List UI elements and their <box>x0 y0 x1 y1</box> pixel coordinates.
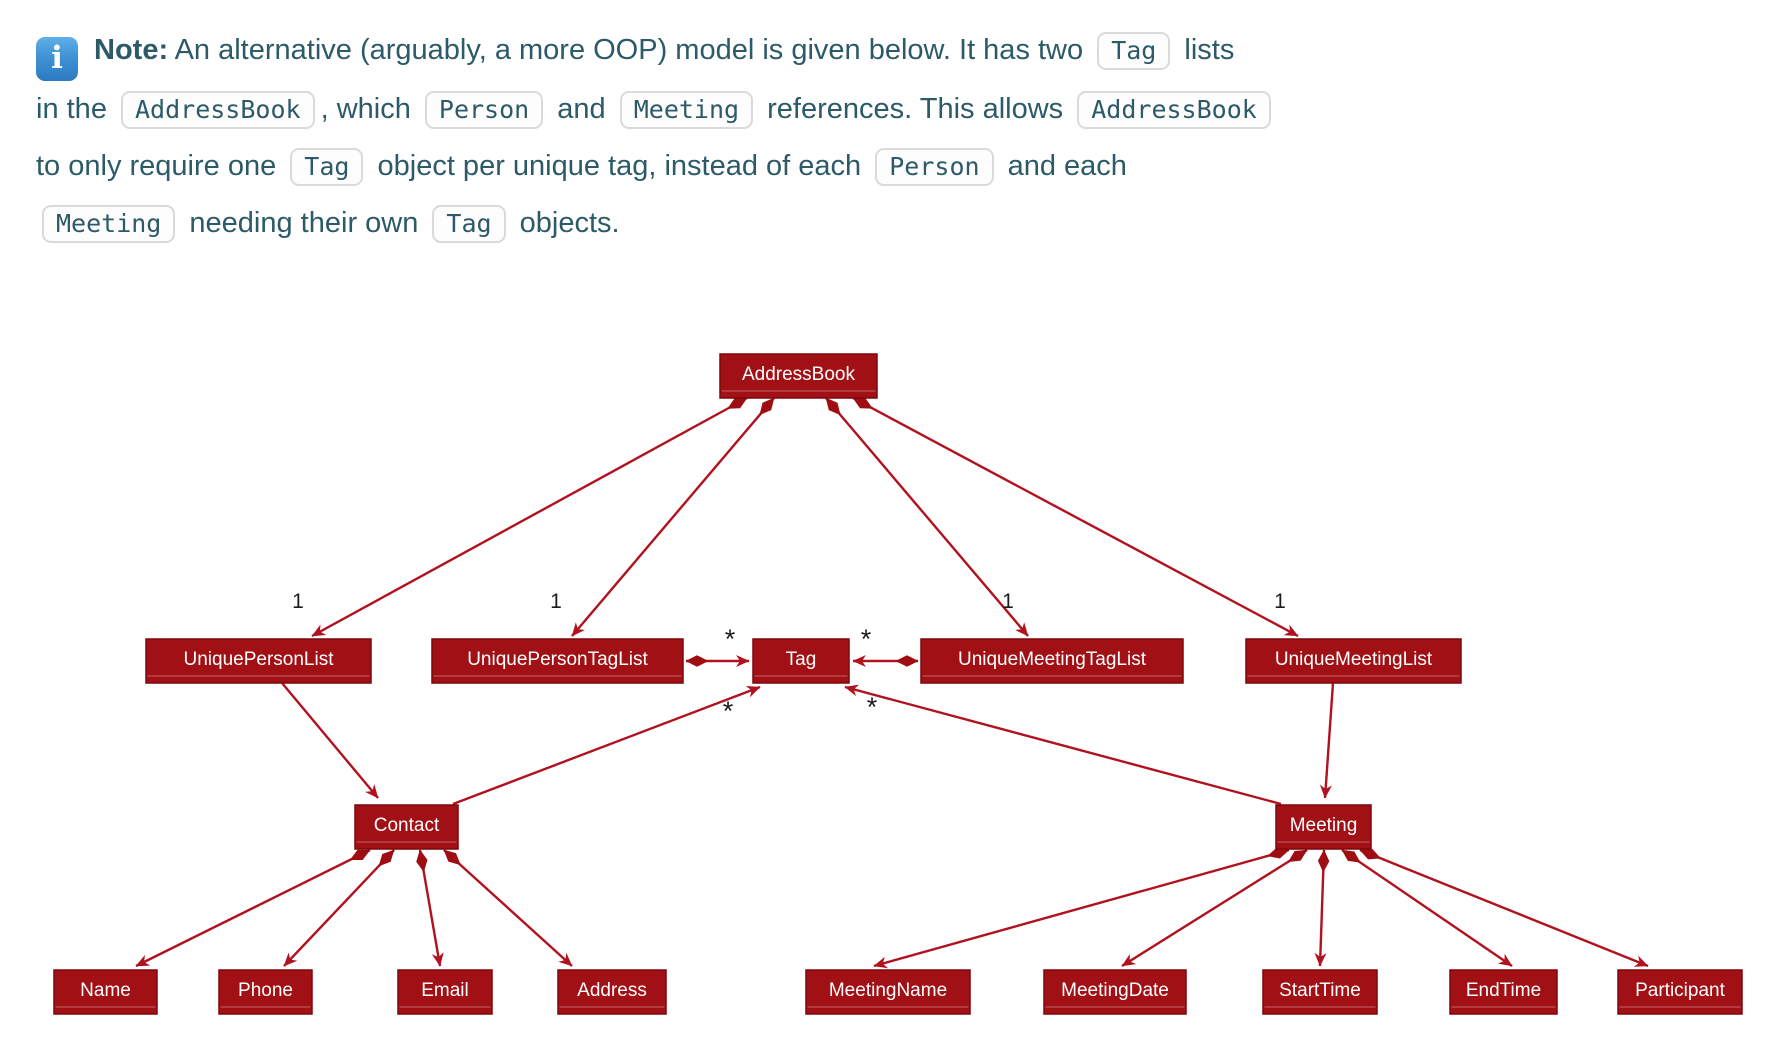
class-node-contact: Contact <box>354 803 459 850</box>
class-node-uniquepersonlist: UniquePersonList <box>145 637 372 684</box>
class-node-uniquemeetingtaglist: UniqueMeetingTagList <box>920 637 1184 684</box>
class-node-label: UniquePersonTagList <box>467 649 648 670</box>
class-node-name: Name <box>53 968 158 1015</box>
class-node-endtime: EndTime <box>1449 968 1558 1015</box>
multiplicity-label: 1 <box>1002 590 1014 613</box>
edge-uniquepersonlist-to-contact <box>281 681 379 799</box>
inline-code: Tag <box>290 147 364 186</box>
class-node-label: AddressBook <box>742 364 856 385</box>
note-label: Note: <box>94 34 169 66</box>
class-node-starttime: StartTime <box>1262 968 1378 1015</box>
class-node-label: Participant <box>1635 980 1725 1001</box>
edge-contact-to-email <box>416 849 444 966</box>
class-node-uniquemeetinglist: UniqueMeetingList <box>1245 637 1462 684</box>
diagram-edges: 1 1 1 1 * * * * <box>135 396 1649 968</box>
class-node-label: Address <box>577 980 647 1001</box>
class-node-tag: Tag <box>752 637 850 684</box>
inline-code: Tag <box>432 204 506 243</box>
edge-meeting-to-endtime <box>1341 848 1513 967</box>
inline-code: AddressBook <box>1077 90 1271 129</box>
class-node-address: Address <box>557 968 667 1015</box>
class-node-label: Email <box>421 980 469 1001</box>
edge-meeting-to-meetingname <box>873 846 1290 968</box>
class-node-meetingname: MeetingName <box>805 968 971 1015</box>
class-node-label: Contact <box>374 815 440 836</box>
edge-uniquepersontaglist-to-tag: * <box>685 624 750 667</box>
edge-contact-to-address <box>443 848 573 967</box>
class-node-label: EndTime <box>1466 980 1541 1001</box>
edge-meeting-to-meetingdate <box>1121 848 1308 967</box>
edge-contact-to-name <box>135 848 371 967</box>
edge-addressbook-to-uniquepersontaglist: 1 <box>550 396 775 637</box>
class-node-label: UniquePersonList <box>184 649 335 670</box>
multiplicity-label: 1 <box>292 590 304 613</box>
note-text: Note: An alternative (arguably, a more O… <box>36 32 1277 243</box>
edge-meeting-to-tag: * <box>844 684 1282 805</box>
class-node-email: Email <box>397 968 493 1015</box>
class-node-phone: Phone <box>218 968 313 1015</box>
edge-meeting-to-starttime <box>1314 849 1330 966</box>
class-node-meetingdate: MeetingDate <box>1043 968 1187 1015</box>
edge-contact-to-phone <box>283 848 395 967</box>
inline-code: Meeting <box>619 90 754 129</box>
edge-addressbook-to-uniquemeetingtaglist: 1 <box>825 396 1029 637</box>
class-node-label: Tag <box>786 649 817 670</box>
edge-uniquemeetingtaglist-to-tag: * <box>852 624 919 667</box>
edge-uniquemeetinglist-to-meeting <box>1319 682 1335 798</box>
edge-meeting-to-participant <box>1359 848 1649 967</box>
multiplicity-label: 1 <box>1274 590 1286 613</box>
inline-code: Person <box>424 90 544 129</box>
class-node-meeting: Meeting <box>1275 803 1372 850</box>
edge-contact-to-tag: * <box>452 685 761 805</box>
multiplicity-label: * <box>861 624 872 654</box>
multiplicity-label: * <box>725 624 736 654</box>
class-node-label: StartTime <box>1279 980 1361 1001</box>
edge-addressbook-to-uniquepersonlist: 1 <box>292 396 748 637</box>
inline-code: Meeting <box>42 204 176 243</box>
class-node-label: Meeting <box>1290 815 1358 836</box>
multiplicity-label: * <box>723 696 734 726</box>
class-node-label: Phone <box>238 980 293 1001</box>
multiplicity-label: * <box>867 692 878 722</box>
edge-addressbook-to-uniquemeetinglist: 1 <box>852 396 1299 637</box>
class-node-label: UniqueMeetingList <box>1275 649 1433 670</box>
class-node-label: MeetingName <box>829 980 947 1001</box>
inline-code: AddressBook <box>121 90 315 129</box>
class-node-uniquepersontaglist: UniquePersonTagList <box>431 637 684 684</box>
inline-code: Person <box>875 147 994 186</box>
class-node-participant: Participant <box>1617 968 1743 1015</box>
multiplicity-label: 1 <box>550 590 562 613</box>
class-node-label: UniqueMeetingTagList <box>958 649 1147 670</box>
inline-code: Tag <box>1097 32 1171 70</box>
class-node-label: MeetingDate <box>1061 980 1169 1001</box>
class-node-label: Name <box>80 980 131 1001</box>
info-icon: i <box>36 36 78 81</box>
class-node-addressbook: AddressBook <box>719 352 878 399</box>
